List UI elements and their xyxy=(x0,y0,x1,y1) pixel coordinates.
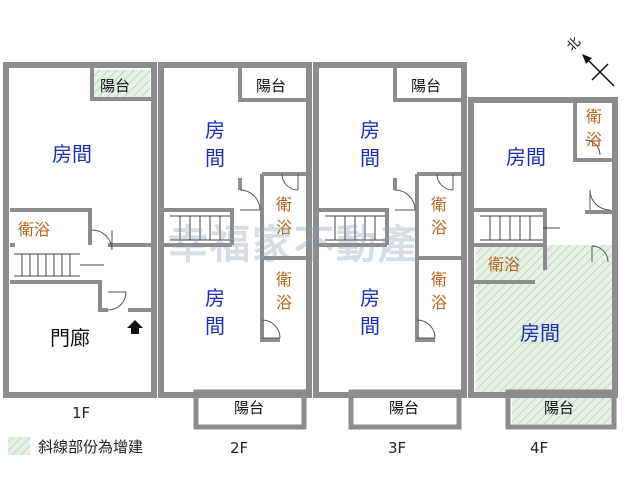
bath-top-label-4f-b: 浴 xyxy=(586,130,602,149)
bath-top-label-2f-a: 衛 xyxy=(276,195,292,214)
room-label-1f: 房間 xyxy=(52,142,92,166)
balcony-bottom-label-3f: 陽台 xyxy=(389,399,419,417)
room-top-label-3f-a: 房 xyxy=(360,118,380,142)
watermark-text: 幸福家不動產 xyxy=(168,222,420,268)
bath-bottom-label-4f: 衛浴 xyxy=(488,255,520,274)
compass-cross-icon xyxy=(591,63,609,81)
doors-3f xyxy=(394,173,454,339)
floor-1f: 房間 衛浴 陽台 門廊 1F xyxy=(3,62,157,422)
doors-2f xyxy=(239,173,299,339)
room-bottom-label-4f: 房間 xyxy=(520,321,560,345)
balcony-wall-2f xyxy=(193,389,307,430)
bath-bottom-label-3f-a: 衛 xyxy=(431,270,447,289)
room-top-label-2f-b: 間 xyxy=(205,146,225,170)
entry-arrow-icon xyxy=(127,320,143,334)
outer-wall-1f xyxy=(3,62,157,398)
balcony-1f-addition xyxy=(92,70,150,98)
legend: 斜線部份為增建 xyxy=(8,437,143,456)
legend-text: 斜線部份為增建 xyxy=(38,438,143,456)
balcony-label-1f: 陽台 xyxy=(100,77,130,95)
balcony-wall-3f xyxy=(348,389,462,430)
bath-top-label-3f-a: 衛 xyxy=(431,195,447,214)
floor-3f: 陽台 房 間 衛 浴 衛 浴 房 間 陽台 3F xyxy=(313,62,467,457)
floor-label-3f: 3F xyxy=(388,439,406,457)
inner-walls-4f xyxy=(474,103,612,284)
inner-walls-2f xyxy=(164,68,306,342)
legend-hatch-swatch xyxy=(8,437,30,455)
balcony-top-label-2f: 陽台 xyxy=(256,77,286,95)
floor-label-4f: 4F xyxy=(530,439,548,457)
bath-bottom-label-2f-b: 浴 xyxy=(276,293,292,312)
doors-1f xyxy=(91,229,127,311)
inner-walls-1f xyxy=(10,68,154,312)
room-top-label-4f: 房間 xyxy=(506,145,546,169)
balcony-bottom-label-4f: 陽台 xyxy=(544,399,574,417)
stairs-4f xyxy=(480,215,560,241)
balcony-top-label-3f: 陽台 xyxy=(411,77,441,95)
room-bottom-label-3f-b: 間 xyxy=(360,314,380,338)
balcony-wall-4f xyxy=(505,389,617,430)
bath-top-label-3f-b: 浴 xyxy=(431,218,447,237)
outer-wall-3f xyxy=(313,62,467,398)
bath-bottom-label-2f-a: 衛 xyxy=(276,270,292,289)
stairs-2f xyxy=(170,215,230,241)
inner-walls-3f xyxy=(319,68,461,342)
balcony-addition-4f xyxy=(512,394,612,424)
bath-bottom-label-3f-b: 浴 xyxy=(431,293,447,312)
stairs-1f xyxy=(14,253,104,277)
room-bottom-label-3f-a: 房 xyxy=(360,286,380,310)
floor-label-1f: 1F xyxy=(72,404,90,422)
compass-arrow-head-icon xyxy=(582,54,592,64)
bath-top-label-2f-b: 浴 xyxy=(276,218,292,237)
room-bottom-label-2f-a: 房 xyxy=(205,286,225,310)
room-top-label-3f-b: 間 xyxy=(360,146,380,170)
floor-label-2f: 2F xyxy=(230,439,248,457)
compass: 北 xyxy=(564,35,615,87)
bath-label-1f: 衛浴 xyxy=(18,220,50,239)
floor-2f: 陽台 房 間 衛 浴 衛 浴 房 間 陽台 2F xyxy=(158,62,312,457)
room-top-label-2f-a: 房 xyxy=(205,118,225,142)
balcony-bottom-label-2f: 陽台 xyxy=(234,399,264,417)
outer-wall-4f xyxy=(468,97,618,398)
stairs-3f xyxy=(325,215,385,241)
room-bottom-label-2f-b: 間 xyxy=(205,314,225,338)
outer-wall-2f xyxy=(158,62,312,398)
porch-label-1f: 門廊 xyxy=(50,326,90,350)
floor-4f: 房間 衛 浴 衛浴 房間 陽台 4F xyxy=(468,97,618,457)
bath-top-label-4f-a: 衛 xyxy=(586,107,602,126)
doors-4f xyxy=(584,139,611,263)
compass-north-label: 北 xyxy=(564,35,584,55)
